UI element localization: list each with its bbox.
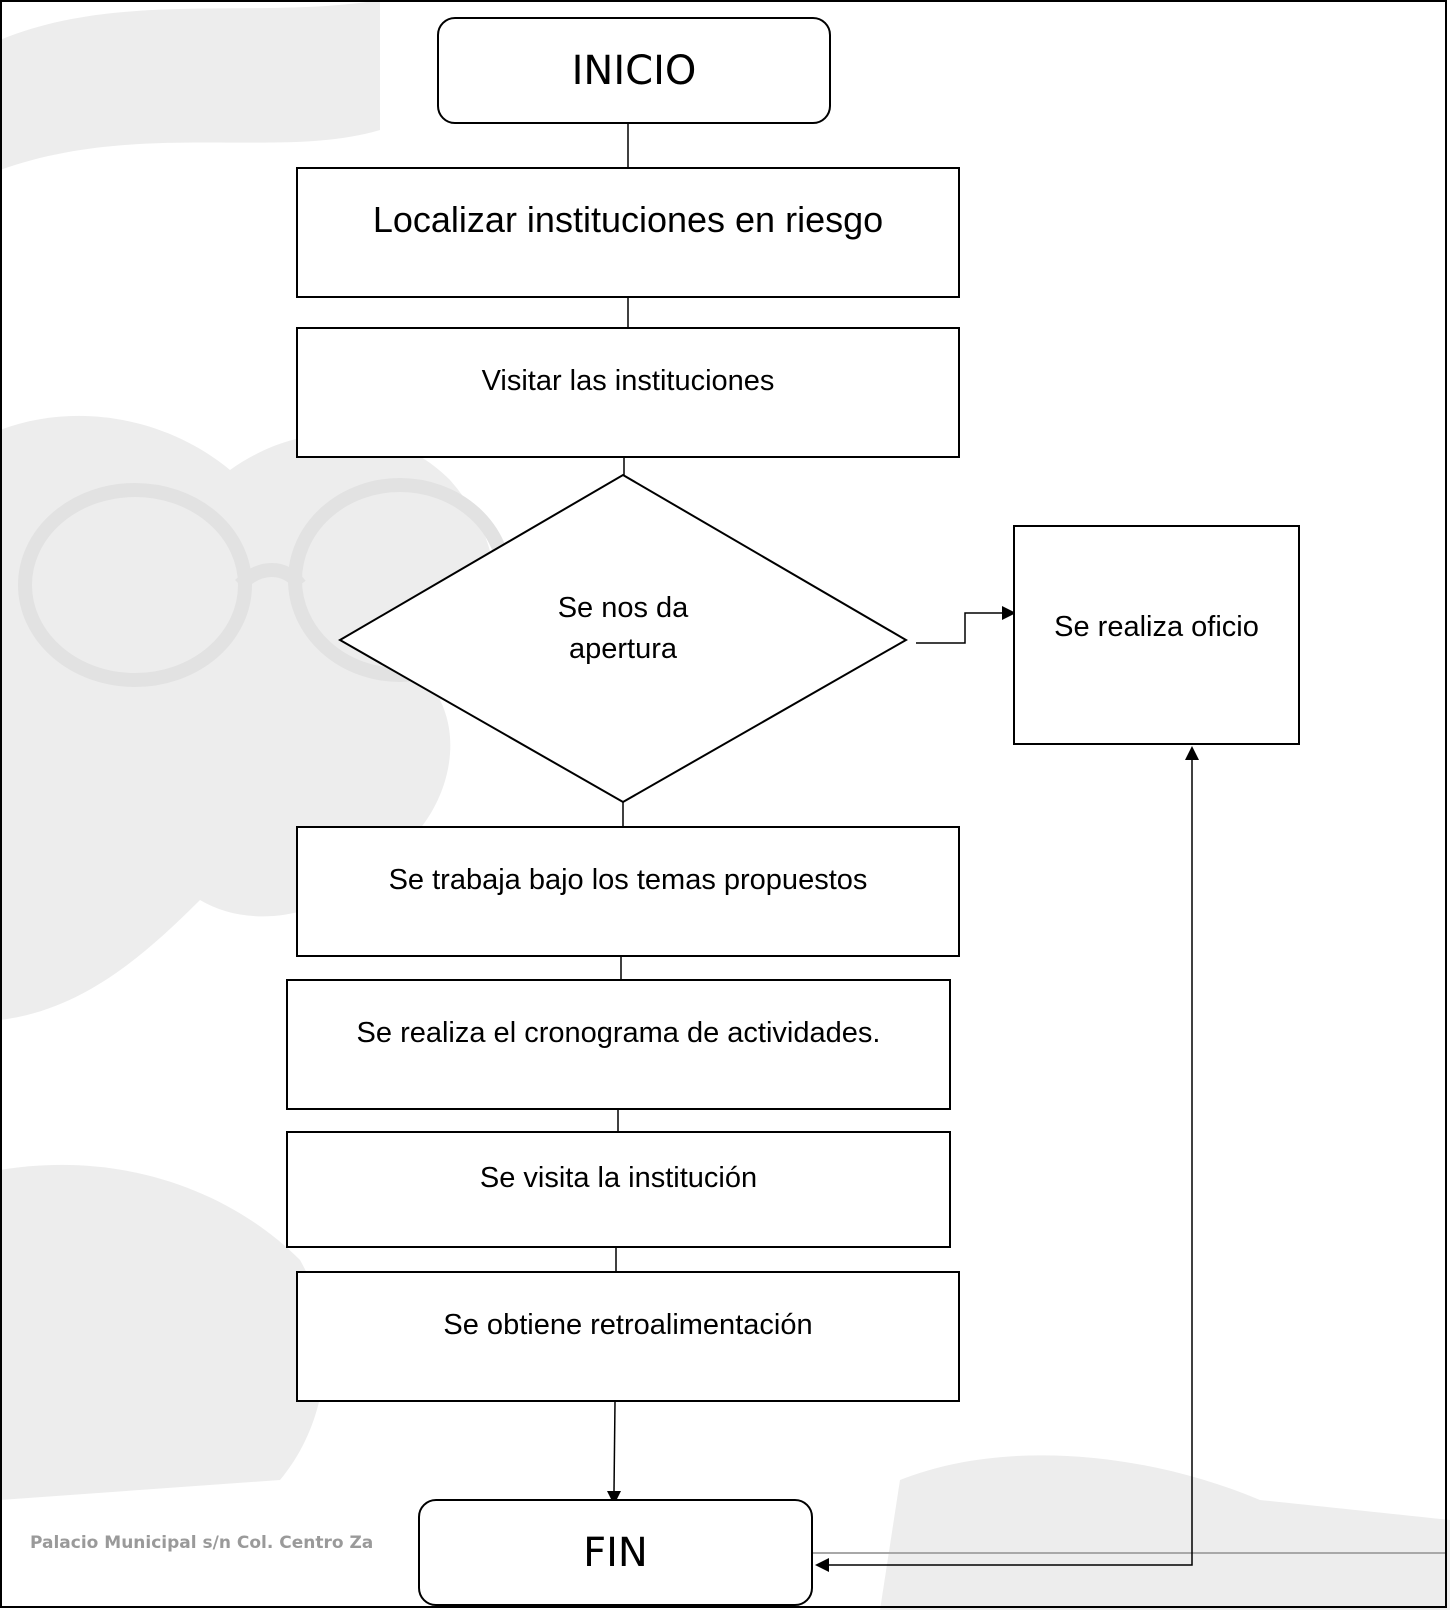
step-temas-propuestos: Se trabaja bajo los temas propuestos	[296, 826, 960, 957]
start-node: INICIO	[437, 17, 831, 124]
decision-diamond	[338, 473, 908, 804]
arrowhead-oficio-left	[1002, 606, 1016, 620]
step-label: Se realiza el cronograma de actividades.	[356, 1017, 881, 1049]
end-label: FIN	[583, 1529, 648, 1576]
start-label: INICIO	[571, 47, 697, 94]
arrowhead-end-top	[607, 1491, 621, 1505]
step-visita-institucion: Se visita la institución	[286, 1131, 951, 1248]
step-realiza-oficio: Se realiza oficio	[1013, 525, 1300, 745]
step-localizar-instituciones: Localizar instituciones en riesgo	[296, 167, 960, 298]
end-node: FIN	[418, 1499, 813, 1606]
arrowhead-oficio-bottom	[1185, 746, 1199, 760]
decision-label: Se nos da apertura	[557, 592, 689, 665]
connector-end-to-oficio	[829, 760, 1193, 1566]
connector-decision-to-oficio	[916, 612, 1002, 644]
step-label: Se obtiene retroalimentación	[443, 1309, 813, 1341]
step-cronograma-actividades: Se realiza el cronograma de actividades.	[286, 979, 951, 1110]
step-visitar-instituciones: Visitar las instituciones	[296, 327, 960, 458]
step-label: Se realiza oficio	[1054, 611, 1259, 643]
footer-divider	[800, 1552, 1445, 1554]
step-retroalimentacion: Se obtiene retroalimentación	[296, 1271, 960, 1402]
arrowhead-end-right	[815, 1558, 829, 1572]
step-label: Localizar instituciones en riesgo	[372, 199, 884, 240]
connector-step6-to-end	[613, 1401, 616, 1492]
step-label: Visitar las instituciones	[481, 365, 775, 397]
footer-address: Palacio Municipal s/n Col. Centro Za	[30, 1533, 374, 1553]
step-label: Se visita la institución	[479, 1162, 758, 1194]
step-label: Se trabaja bajo los temas propuestos	[388, 864, 868, 896]
